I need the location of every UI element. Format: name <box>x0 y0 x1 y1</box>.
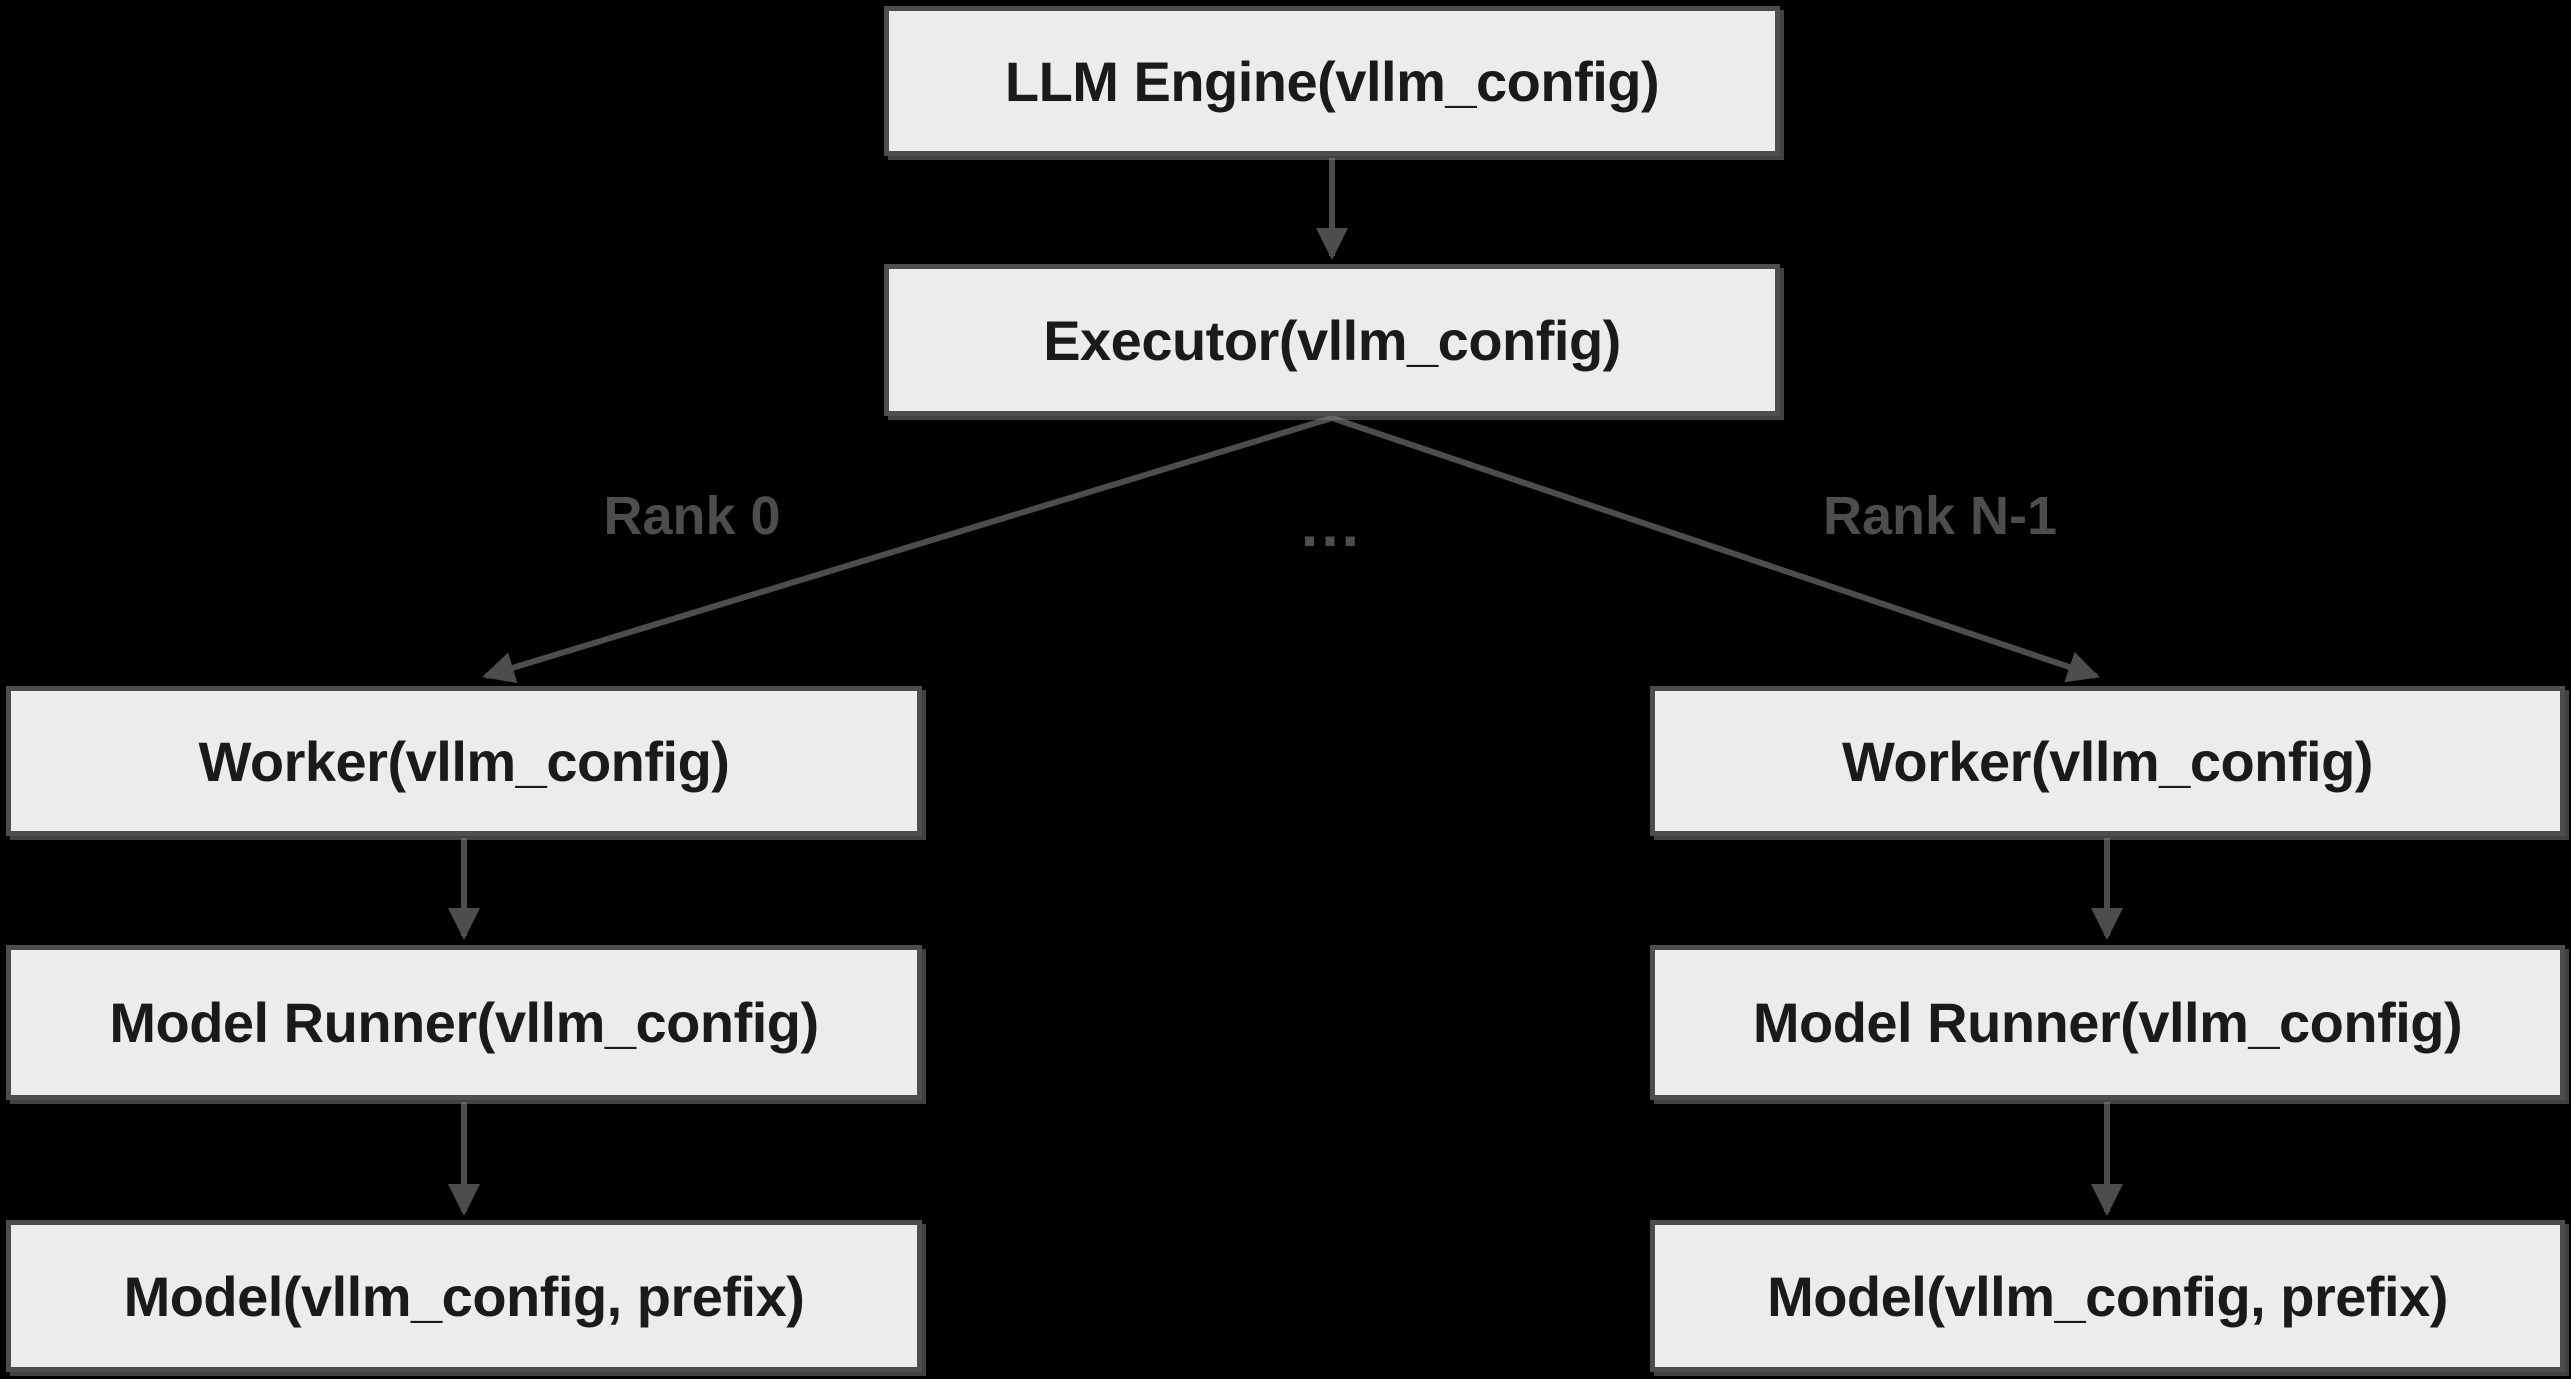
node-model-runner-rankn: Model Runner(vllm_config) <box>1650 945 2565 1100</box>
node-llm-engine-label: LLM Engine(vllm_config) <box>1004 49 1660 113</box>
edge-executor-to-worker-rank0 <box>482 415 1333 684</box>
node-model-runner-rank0: Model Runner(vllm_config) <box>6 945 922 1100</box>
node-executor-label: Executor(vllm_config) <box>1043 308 1621 372</box>
node-worker-rank0-label: Worker(vllm_config) <box>198 729 730 793</box>
node-model-runner-rankn-label: Model Runner(vllm_config) <box>1752 991 2463 1054</box>
node-model-rankn-label: Model(vllm_config, prefix) <box>1767 1264 2448 1328</box>
node-worker-rankn: Worker(vllm_config) <box>1650 686 2565 836</box>
node-model-rank0-label: Model(vllm_config, prefix) <box>123 1264 805 1328</box>
node-worker-rank0: Worker(vllm_config) <box>6 686 922 836</box>
node-model-runner-rank0-label: Model Runner(vllm_config) <box>109 991 819 1054</box>
edge-label-rank-n-1: Rank N-1 <box>1822 486 2058 546</box>
edge-executor-to-worker-rankn <box>1331 415 2100 683</box>
edge-label-ellipsis: … <box>1298 488 1364 560</box>
node-executor: Executor(vllm_config) <box>884 264 1780 416</box>
node-llm-engine: LLM Engine(vllm_config) <box>884 6 1780 156</box>
edge-label-rank-0: Rank 0 <box>603 486 781 546</box>
node-worker-rankn-label: Worker(vllm_config) <box>1842 729 2373 793</box>
node-model-rank0: Model(vllm_config, prefix) <box>6 1220 922 1372</box>
node-model-rankn: Model(vllm_config, prefix) <box>1650 1220 2565 1372</box>
